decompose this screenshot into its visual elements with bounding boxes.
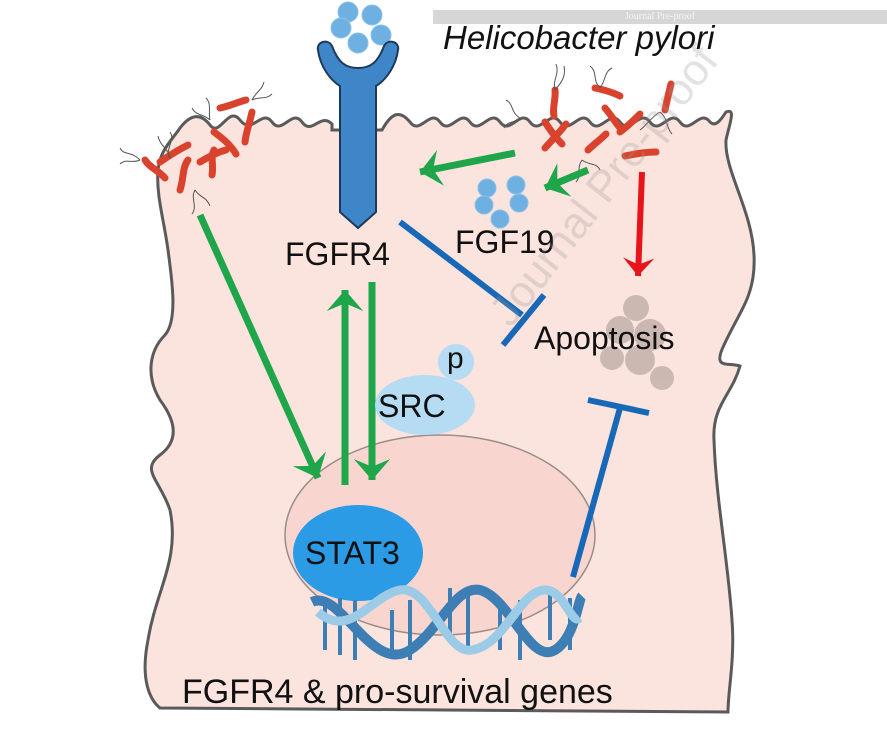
dna-helix-icon — [309, 584, 587, 660]
fgfr4-label: FGFR4 — [285, 236, 390, 272]
fgf19-label: FGF19 — [455, 224, 555, 260]
stat3-label: STAT3 — [305, 535, 400, 571]
arrow-hp-to-fgf19 — [543, 163, 590, 197]
organism-label: Helicobacter pylori — [443, 19, 715, 56]
fgf19-ligands — [474, 175, 529, 229]
inhibit-fgfr4-apoptosis-line — [398, 219, 524, 318]
src-protein — [375, 375, 475, 435]
arrow-hp-to-fgfr4 — [419, 149, 516, 186]
genes-label: FGFR4 & pro-survival genes — [182, 673, 613, 711]
bacteria-cluster-left — [141, 96, 256, 194]
fgf19-ligands-extracellular — [330, 1, 392, 54]
apoptosis-label: Apoptosis — [534, 320, 675, 356]
journal-banner: Journal Pre-proof — [433, 10, 887, 24]
phospho-label: p — [447, 342, 464, 375]
inhibit-genes-apoptosis-line — [570, 407, 623, 578]
apoptotic-bodies — [600, 295, 674, 390]
flagella-left — [119, 81, 273, 215]
arrow-hp-to-stat3 — [196, 213, 327, 480]
phospho-group — [438, 344, 474, 380]
inhibit-fgfr4-apoptosis-bar — [500, 293, 547, 347]
journal-banner-text: Journal Pre-proof — [624, 11, 696, 22]
inhibit-genes-apoptosis-bar — [587, 397, 650, 416]
stat3-protein — [293, 505, 423, 601]
fgfr4-receptor — [316, 40, 400, 230]
bacteria-cluster-right — [541, 80, 675, 160]
arrow-hp-to-apoptosis — [623, 171, 655, 277]
src-label: SRC — [378, 388, 446, 424]
